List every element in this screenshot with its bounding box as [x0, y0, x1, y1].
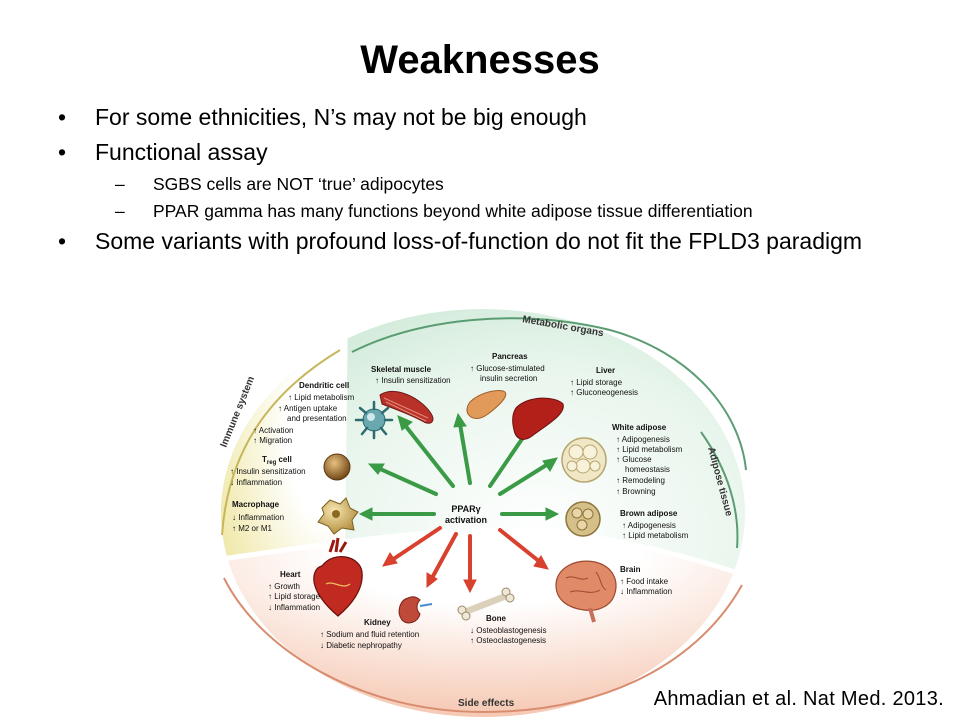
macrophage-icon [317, 497, 359, 535]
brown-adipose-line: ↑ Adipogenesis [622, 521, 676, 530]
white-adipose-title: White adipose [612, 423, 667, 432]
bullet-dot: • [58, 139, 67, 165]
red-arrows [382, 526, 549, 594]
brown-adipose-line: ↑ Lipid metabolism [622, 531, 689, 540]
citation: Ahmadian et al. Nat Med. 2013. [653, 688, 944, 710]
treg-cell-line: ↑ Insulin sensitization [230, 467, 306, 476]
pancreas-block: Pancreas ↑ Glucose-stimulated insulin se… [470, 352, 545, 383]
immune-arc [221, 349, 341, 536]
treg-cell-line: ↓ Inflammation [230, 478, 282, 487]
side-effects-arc [223, 577, 743, 714]
white-adipose-line: ↑ Lipid metabolism [616, 445, 683, 454]
bullet-text: Functional assay [95, 139, 268, 165]
sub-bullet-item: – PPAR gamma has many functions beyond wh… [58, 201, 928, 221]
heart-line: ↓ Inflammation [268, 603, 320, 612]
dendritic-cell-line: ↑ Migration [253, 436, 292, 445]
brain-icon [555, 560, 617, 623]
white-adipose-line: homeostasis [625, 465, 670, 474]
ppar-center-sublabel: activation [445, 515, 487, 525]
sub-bullet-dash: – [115, 174, 125, 194]
dendritic-cell-title: Dendritic cell [299, 381, 349, 390]
pancreas-line: ↑ Glucose-stimulated [470, 364, 545, 373]
heart-line: ↑ Lipid storage [268, 592, 321, 601]
brain-line: ↑ Food intake [620, 577, 669, 586]
sub-bullet-text: SGBS cells are NOT ‘true’ adipocytes [153, 174, 444, 194]
bullet-dot: • [58, 104, 67, 130]
heart-line: ↑ Growth [268, 582, 300, 591]
liver-line: ↑ Gluconeogenesis [570, 388, 638, 397]
figure-background [221, 309, 745, 717]
pancreas-icon [466, 389, 507, 419]
brown-adipose-icon [565, 501, 601, 537]
brain-title: Brain [620, 565, 641, 574]
bullet-list: • For some ethnicities, N’s may not be bi… [58, 104, 928, 263]
brown-adipose-title: Brown adipose [620, 509, 678, 518]
bullet-item: • For some ethnicities, N’s may not be bi… [58, 104, 928, 131]
liver-icon [512, 397, 564, 440]
bullet-item: • Functional assay [58, 139, 928, 166]
slide-title: Weaknesses [360, 38, 600, 82]
macrophage-block: Macrophage ↓ Inflammation ↑ M2 or M1 [232, 500, 284, 533]
liver-title: Liver [596, 366, 615, 375]
macrophage-line: ↓ Inflammation [232, 513, 284, 522]
white-adipose-icon [561, 437, 607, 483]
treg-cell-icon [323, 453, 351, 481]
adipose-arc [700, 431, 739, 549]
macrophage-title: Macrophage [232, 500, 280, 509]
bullet-text: Some variants with profound loss-of-func… [95, 228, 863, 254]
heart-block: Heart ↑ Growth ↑ Lipid storage ↓ Inflamm… [268, 570, 321, 612]
bone-line: ↑ Osteoclastogenesis [470, 636, 546, 645]
treg-cell-title: Treg cell [262, 455, 292, 466]
heart-title: Heart [280, 570, 301, 579]
dendritic-cell-line: and presentation [287, 414, 347, 423]
brown-adipose-block: Brown adipose ↑ Adipogenesis ↑ Lipid met… [620, 509, 689, 540]
sub-bullet-item: – SGBS cells are NOT ‘true’ adipocytes [58, 174, 928, 194]
white-adipose-block: White adipose ↑ Adipogenesis ↑ Lipid met… [612, 423, 683, 496]
heart-icon [313, 537, 363, 617]
white-adipose-line: ↑ Adipogenesis [616, 435, 670, 444]
dendritic-cell-line: ↑ Lipid metabolism [288, 393, 355, 402]
ppar-center-label: PPARγ [451, 504, 480, 514]
white-adipose-line: ↑ Remodeling [616, 476, 665, 485]
pancreas-line: insulin secretion [480, 374, 537, 383]
sub-bullet-text: PPAR gamma has many functions beyond whi… [153, 201, 753, 221]
bone-line: ↓ Osteoblastogenesis [470, 626, 547, 635]
white-adipose-line: ↑ Browning [616, 487, 656, 496]
kidney-line: ↓ Diabetic nephropathy [320, 641, 402, 650]
brain-line: ↓ Inflammation [620, 587, 672, 596]
metabolic-arc [351, 317, 747, 471]
skeletal-muscle-icon [379, 390, 434, 424]
dendritic-cell-icon [354, 400, 394, 440]
macrophage-line: ↑ M2 or M1 [232, 524, 273, 533]
bone-title: Bone [486, 614, 507, 623]
treg-cell-block: Treg cell ↑ Insulin sensitization ↓ Infl… [230, 455, 306, 487]
kidney-block: Kidney ↑ Sodium and fluid retention ↓ Di… [320, 618, 419, 650]
dendritic-cell-block: Dendritic cell ↑ Lipid metabolism ↑ Anti… [253, 381, 355, 445]
side-effects-label: Side effects [458, 698, 515, 709]
pancreas-title: Pancreas [492, 352, 528, 361]
white-adipose-line: ↑ Glucose [616, 455, 652, 464]
liver-block: Liver ↑ Lipid storage ↑ Gluconeogenesis [570, 366, 638, 397]
dendritic-cell-line: ↑ Activation [253, 426, 293, 435]
kidney-line: ↑ Sodium and fluid retention [320, 630, 419, 639]
dendritic-cell-line: ↑ Antigen uptake [278, 404, 338, 413]
skeletal-muscle-block: Skeletal muscle ↑ Insulin sensitization [371, 365, 451, 385]
sub-bullet-dash: – [115, 201, 125, 221]
bullet-dot: • [58, 228, 67, 254]
liver-line: ↑ Lipid storage [570, 378, 623, 387]
bullet-text: For some ethnicities, N’s may not be big… [95, 104, 587, 130]
kidney-title: Kidney [364, 618, 391, 627]
bullet-item: • Some variants with profound loss-of-fun… [58, 228, 928, 255]
skeletal-muscle-line: ↑ Insulin sensitization [375, 376, 451, 385]
bone-icon [457, 587, 515, 621]
kidney-icon [398, 596, 433, 624]
brain-block: Brain ↑ Food intake ↓ Inflammation [620, 565, 672, 596]
skeletal-muscle-title: Skeletal muscle [371, 365, 432, 374]
bone-block: Bone ↓ Osteoblastogenesis ↑ Osteoclastog… [470, 614, 547, 645]
